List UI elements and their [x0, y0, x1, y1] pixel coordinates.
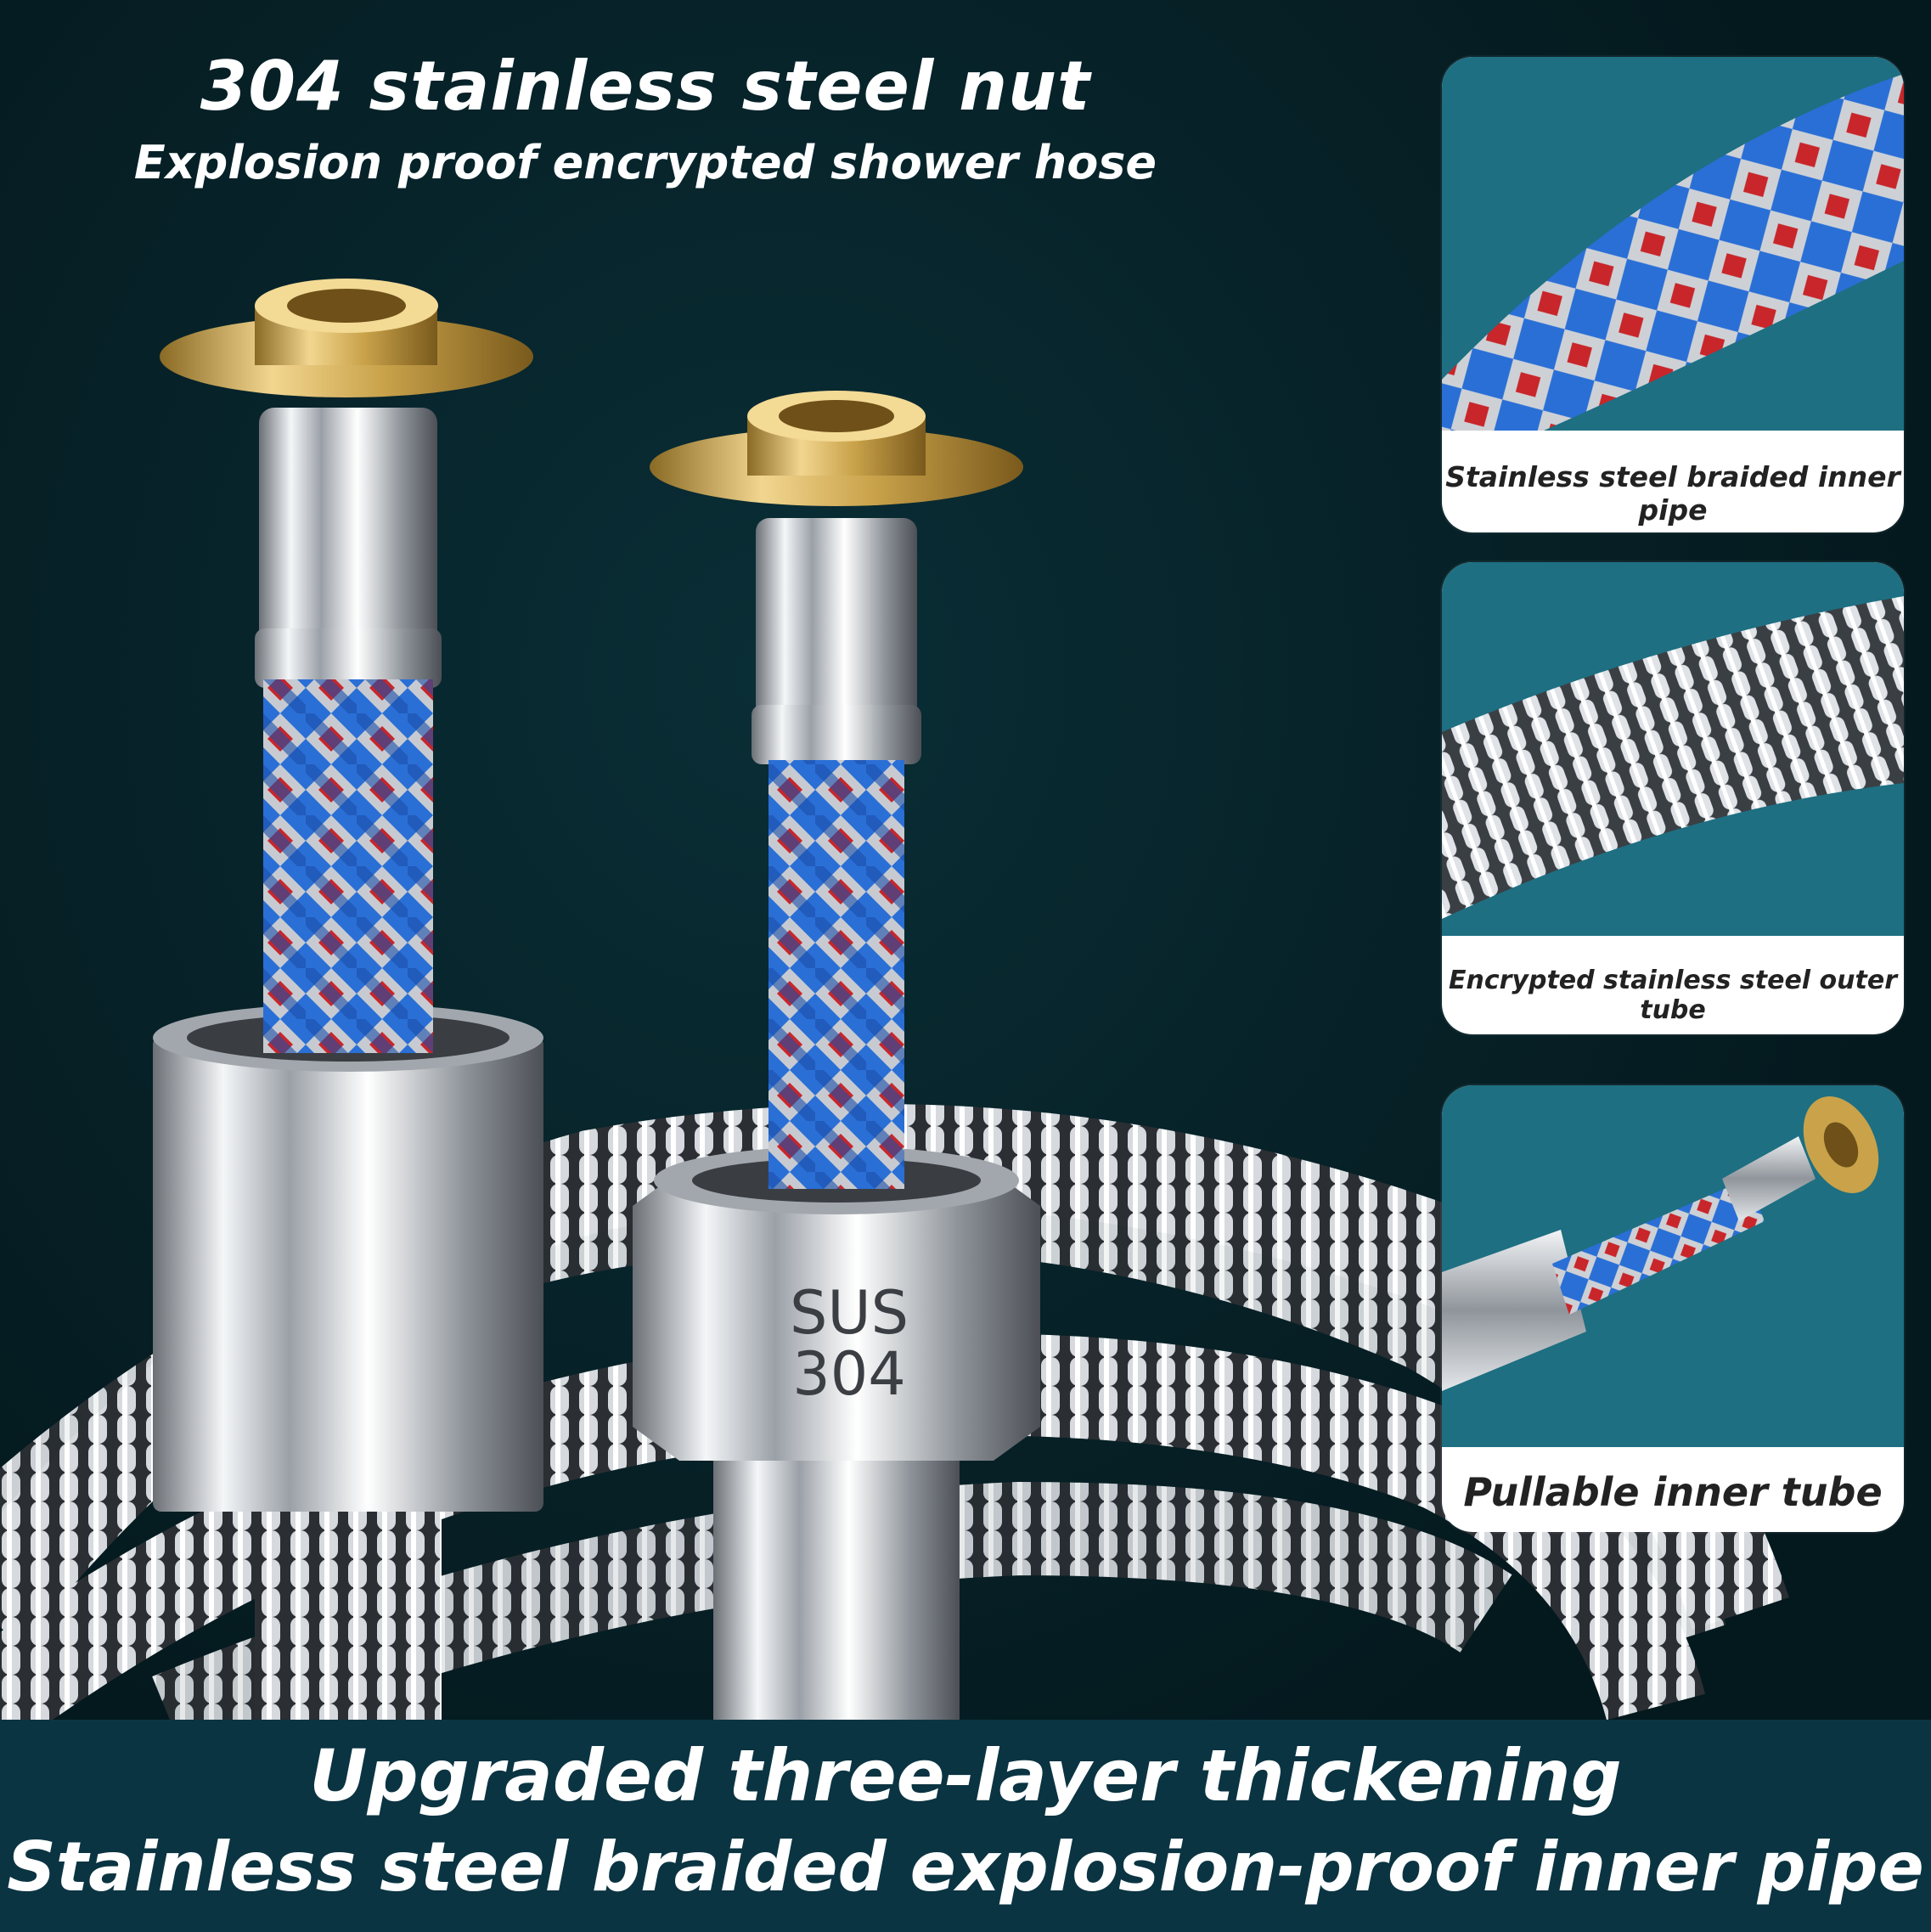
left-fitting [153, 279, 543, 1720]
hose-illustration [0, 279, 1789, 1720]
footer-line-1: Upgraded three-layer thickening [309, 1734, 1622, 1817]
footer-line-2: Stainless steel braided explosion-proof … [7, 1828, 1924, 1907]
right-fitting [633, 391, 1040, 1720]
sus304-engraving: SUS 304 [764, 1282, 934, 1405]
panel-2-caption: Encrypted stainless steel outer tube [1448, 966, 1897, 1025]
headline-subtitle: Explosion proof encrypted shower hose [133, 136, 1157, 189]
panel-1-caption: Stainless steel braided inner pipe [1445, 460, 1900, 527]
braid-closeup-image [1442, 57, 1904, 431]
panel-3-caption: Pullable inner tube [1463, 1469, 1883, 1515]
headline-title: 304 stainless steel nut [200, 47, 1091, 126]
panel-pullable-inner-tube: Pullable inner tube [1442, 1085, 1904, 1532]
panel-braided-inner-pipe: Stainless steel braided inner pipe [1442, 57, 1904, 532]
panel-encrypted-outer-tube: Encrypted stainless steel outer tube [1442, 562, 1904, 1034]
engraving-line-1: SUS [789, 1278, 909, 1348]
footer-band [0, 1720, 1931, 1932]
pullable-tube-image [1442, 1085, 1904, 1447]
engraving-line-2: 304 [792, 1339, 906, 1409]
outer-tube-closeup-image [1442, 562, 1904, 936]
